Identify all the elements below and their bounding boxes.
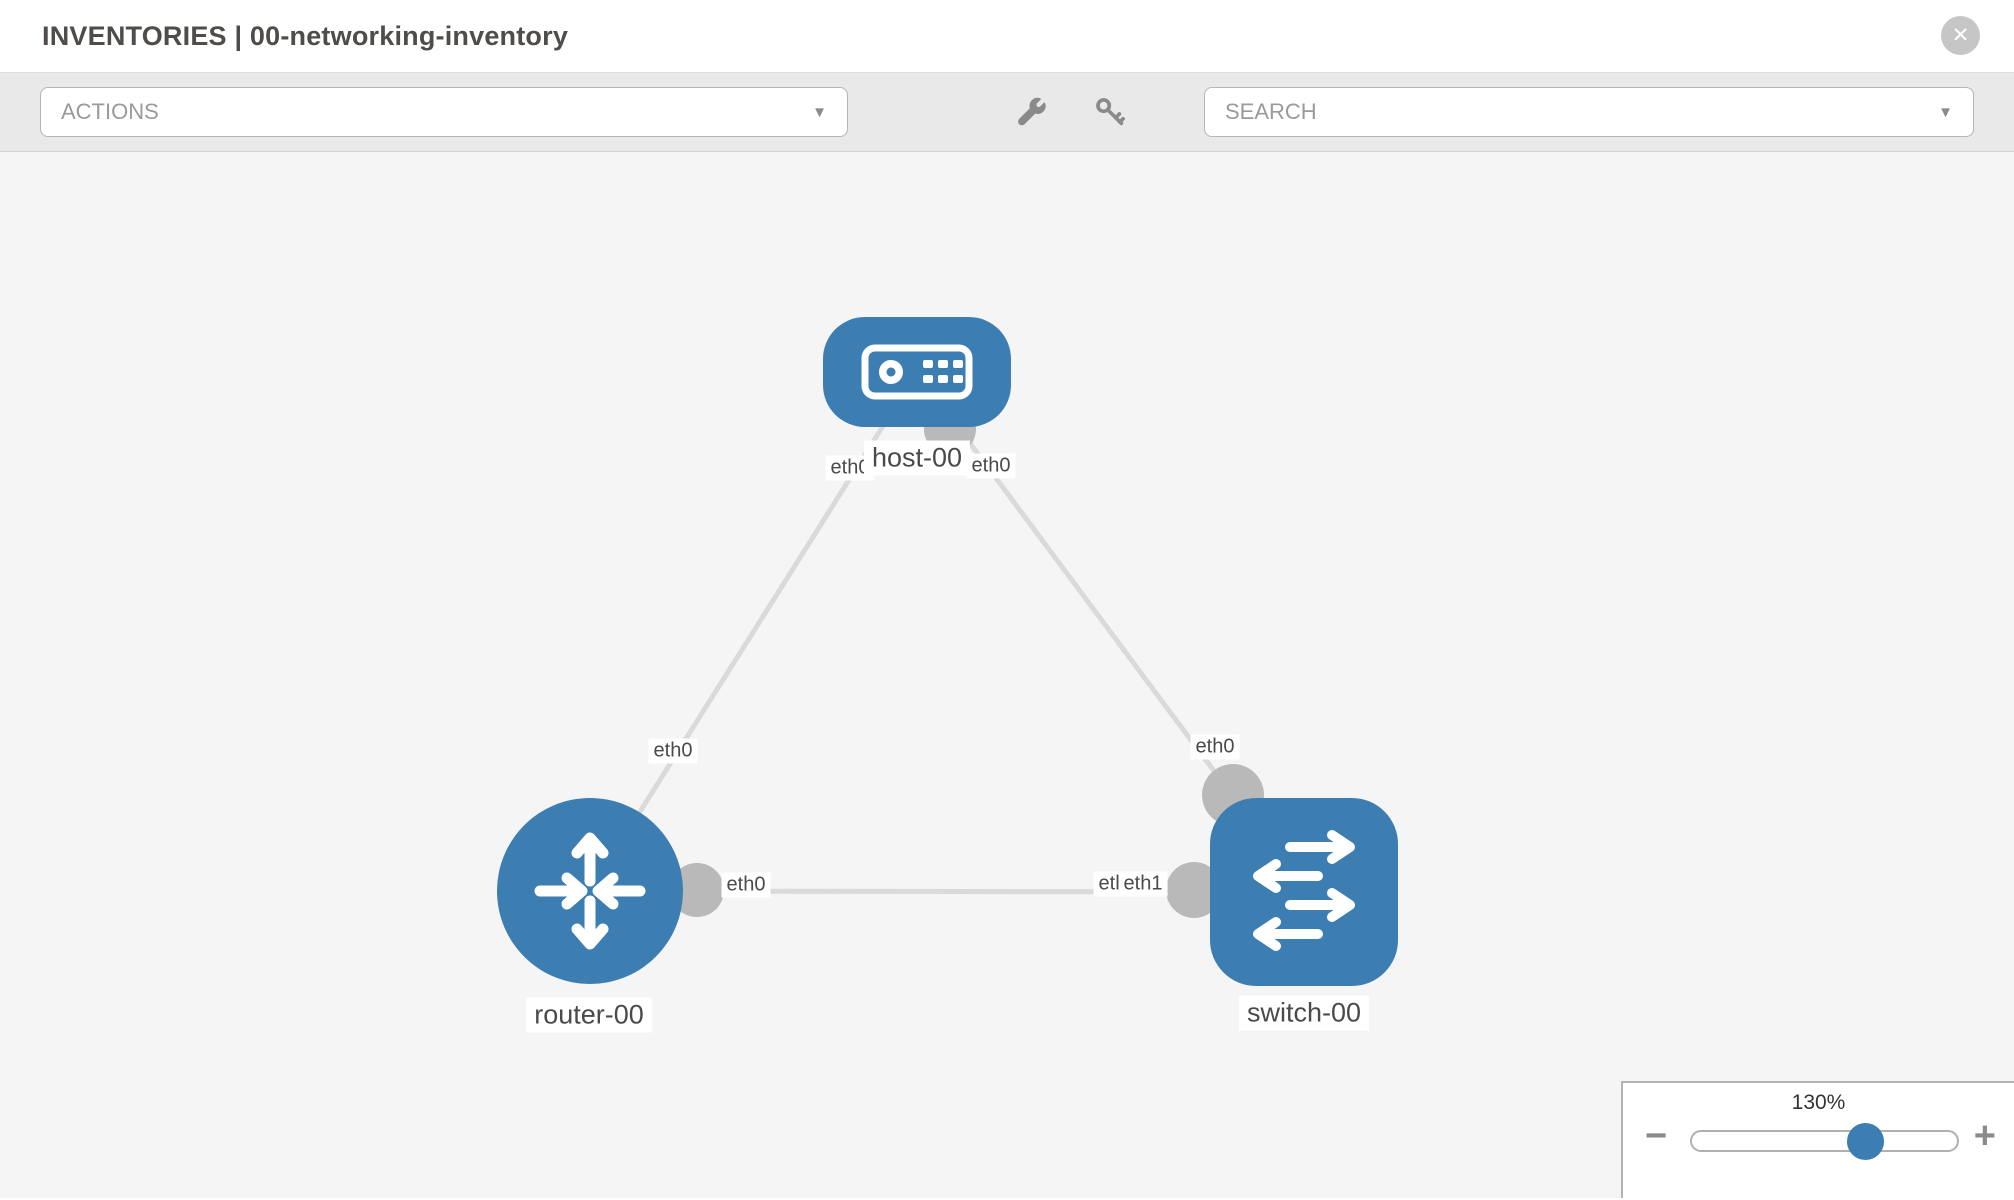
close-button[interactable]: ✕ [1941, 16, 1980, 55]
close-icon: ✕ [1951, 24, 1970, 47]
interface-switch-eth1[interactable] [1166, 862, 1222, 918]
zoom-control-panel: 130% − + [1621, 1081, 2014, 1198]
host-icon [861, 344, 973, 400]
node-label-router-00: router-00 [526, 997, 652, 1033]
interface-layer [670, 403, 1264, 918]
node-host-00[interactable] [823, 317, 1011, 427]
zoom-in-button[interactable]: + [1973, 1115, 1996, 1157]
iface-label-switch-to-router: eth1 [1118, 871, 1168, 897]
iface-label-host-to-router: eth0 [825, 455, 875, 481]
iface-label-switch-to-host: eth0 [1190, 734, 1240, 760]
search-dropdown-label: SEARCH [1225, 99, 1317, 124]
topology-svg [497, 317, 1398, 986]
node-switch-00[interactable] [1210, 798, 1398, 986]
actions-dropdown[interactable]: ACTIONS ▼ [40, 87, 848, 137]
panel-header: INVENTORIES | 00-networking-inventory ✕ [0, 0, 2014, 72]
node-label-host-00: host-00 [863, 440, 971, 476]
toolbar-icon-group [848, 95, 1204, 129]
page-title: INVENTORIES | 00-networking-inventory [42, 20, 569, 51]
iface-label-router-to-host: eth0 [648, 738, 698, 764]
topology-canvas[interactable]: eth0 host-00 eth0 eth0 eth0 eth0 eth0 et… [0, 152, 2014, 1198]
interface-router-eth0[interactable] [670, 863, 724, 917]
zoom-slider-thumb[interactable] [1847, 1123, 1884, 1160]
switch-icon [1253, 830, 1355, 951]
search-dropdown[interactable]: SEARCH ▼ [1204, 87, 1974, 137]
zoom-out-button[interactable]: − [1645, 1115, 1668, 1157]
zoom-level-value: 130% [1791, 1091, 1846, 1114]
iface-label-host-to-switch: eth0 [966, 453, 1016, 479]
node-label-switch-00: switch-00 [1238, 995, 1370, 1031]
key-icon[interactable] [1093, 95, 1127, 129]
actions-dropdown-label: ACTIONS [61, 99, 159, 124]
node-router-00[interactable] [497, 798, 683, 984]
toolbar: ACTIONS ▼ SEARCH ▼ [0, 72, 2014, 152]
zoom-slider-track[interactable] [1690, 1130, 1959, 1152]
wrench-icon[interactable] [1015, 95, 1049, 129]
chevron-down-icon: ▼ [812, 103, 827, 121]
chevron-down-icon: ▼ [1938, 103, 1953, 121]
iface-label-router-to-switch: eth0 [721, 872, 771, 898]
router-icon [534, 832, 646, 950]
